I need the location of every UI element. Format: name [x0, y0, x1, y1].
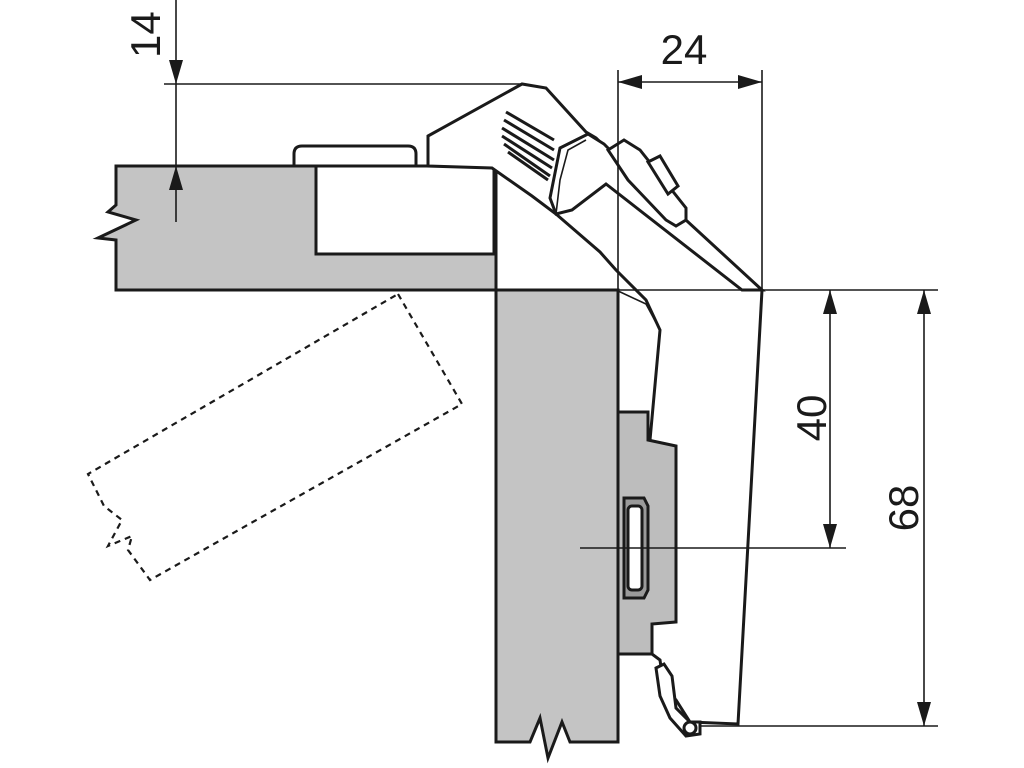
dim-68-label: 68 [880, 485, 927, 532]
door-open-position-dashed [86, 292, 464, 582]
hinge-arm-inner-edge [615, 289, 661, 331]
dim-24-label: 24 [661, 26, 708, 73]
bottom-clip-pin [682, 720, 698, 736]
dim-14-label: 14 [122, 11, 169, 58]
hinge-arm-bend-line [555, 139, 587, 215]
hinge-arm-cover [605, 138, 688, 228]
dim-40-arrow-top [823, 290, 837, 314]
bottom-clip [654, 662, 702, 738]
dim-14-arrow-bottom [169, 166, 183, 190]
hinge-arm-cover-button [645, 154, 680, 197]
dim-68-arrow-bottom [917, 702, 931, 726]
hinge-cup-flange [292, 144, 418, 168]
dim-40-arrow-bottom [823, 524, 837, 548]
dim-14-arrow-top [169, 60, 183, 84]
vertical-door-panel [494, 288, 620, 764]
dim-24-arrow-left [618, 75, 642, 89]
dim-24-arrow-right [738, 75, 762, 89]
dim-68-arrow-top [917, 290, 931, 314]
hinge-grip-lines [501, 110, 555, 182]
hinge-cup-recess [314, 164, 496, 256]
dim-40-label: 40 [788, 395, 835, 442]
